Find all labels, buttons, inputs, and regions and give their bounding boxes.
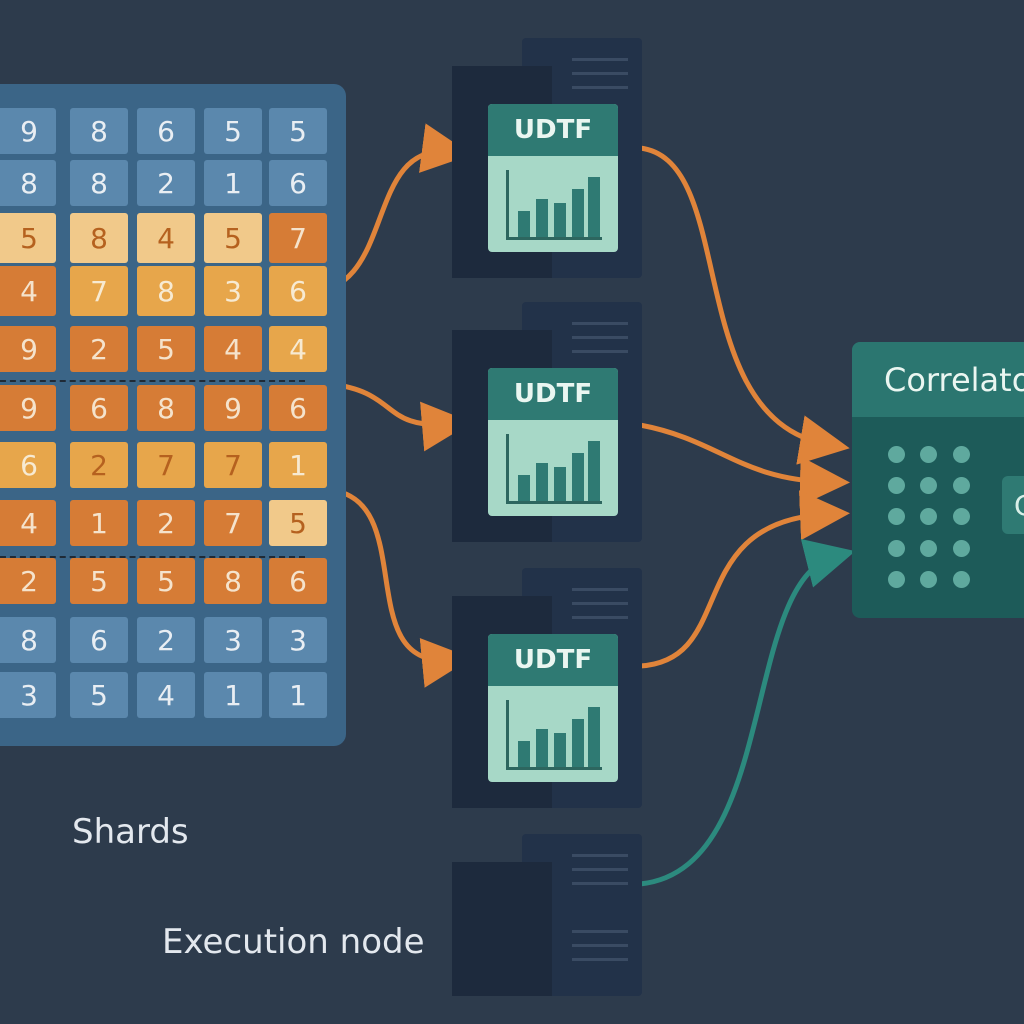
udtf-server-1: UDTF [452, 38, 642, 278]
arrow-shard-to-udtf-3 [329, 487, 472, 688]
grid-cell: 8 [70, 108, 128, 154]
shard-boundary-line [0, 556, 305, 558]
grid-cell: 8 [0, 617, 56, 663]
udtf-label: UDTF [488, 368, 618, 420]
correlator-dot [920, 540, 937, 557]
grid-cell: 4 [137, 672, 195, 718]
grid-cell: 2 [70, 442, 128, 488]
udtf-card: UDTF [488, 104, 618, 252]
udtf-server-3: UDTF [452, 568, 642, 808]
correlator-dot [920, 446, 937, 463]
grid-cell: 9 [204, 385, 262, 431]
grid-cell: 5 [137, 558, 195, 604]
grid-cell: 8 [70, 160, 128, 206]
grid-cell: 7 [269, 213, 327, 263]
correlator-dot [888, 446, 905, 463]
correlator-title: Correlator [852, 342, 1024, 417]
grid-cell: 6 [269, 266, 327, 316]
grid-cell: 4 [137, 213, 195, 263]
grid-cell: 8 [204, 558, 262, 604]
grid-cell: 3 [204, 266, 262, 316]
grid-cell: 1 [269, 442, 327, 488]
correlator-dot [953, 508, 970, 525]
grid-cell: 3 [204, 617, 262, 663]
grid-cell: 2 [70, 326, 128, 372]
grid-cell: 6 [70, 385, 128, 431]
grid-cell: 9 [0, 108, 56, 154]
correlator-dot [920, 477, 937, 494]
execution-node-server [452, 834, 642, 996]
correlator-dot [953, 446, 970, 463]
bar-chart-icon [506, 698, 602, 770]
grid-cell: 8 [70, 213, 128, 263]
execution-node-label: Execution node [162, 922, 425, 962]
grid-cell: 9 [0, 326, 56, 372]
arrow-udtf-3-to-correlator [639, 490, 850, 669]
grid-cell: 2 [0, 558, 56, 604]
grid-cell: 8 [137, 385, 195, 431]
grid-cell: 9 [0, 385, 56, 431]
grid-cell: 3 [0, 672, 56, 718]
correlator-dot [888, 508, 905, 525]
grid-cell: 8 [137, 266, 195, 316]
grid-cell: 5 [70, 672, 128, 718]
grid-cell: 7 [137, 442, 195, 488]
shards-label: Shards [72, 812, 189, 852]
grid-cell: 1 [70, 500, 128, 546]
grid-cell: 1 [204, 672, 262, 718]
correlator-dot [888, 477, 905, 494]
grid-cell: 4 [269, 326, 327, 372]
grid-cell: 2 [137, 500, 195, 546]
grid-cell: 6 [137, 108, 195, 154]
correlator-dot [953, 477, 970, 494]
bar-chart-icon [506, 168, 602, 240]
correlator-dot [920, 571, 937, 588]
grid-cell: 5 [269, 108, 327, 154]
arrow-udtf-1-to-correlator [639, 145, 850, 465]
correlator-dot [888, 571, 905, 588]
grid-cell: 6 [0, 442, 56, 488]
grid-cell: 1 [204, 160, 262, 206]
correlator-button[interactable]: C [1002, 476, 1024, 534]
udtf-label: UDTF [488, 104, 618, 156]
udtf-label: UDTF [488, 634, 618, 686]
shard-boundary-line [0, 380, 305, 382]
grid-cell: 7 [204, 442, 262, 488]
correlator-dot [953, 571, 970, 588]
correlator-panel: Correlator C [852, 342, 1024, 618]
correlator-dot [920, 508, 937, 525]
grid-cell: 4 [0, 500, 56, 546]
grid-cell: 3 [269, 617, 327, 663]
correlator-dot [888, 540, 905, 557]
grid-cell: 5 [204, 213, 262, 263]
arrow-exec-node-to-correlator [639, 539, 856, 887]
arrow-udtf-2-to-correlator [639, 422, 850, 507]
grid-cell: 5 [0, 213, 56, 263]
grid-cell: 2 [137, 617, 195, 663]
grid-cell: 6 [269, 558, 327, 604]
grid-cell: 4 [0, 266, 56, 316]
grid-cell: 5 [70, 558, 128, 604]
grid-cell: 6 [269, 160, 327, 206]
grid-cell: 2 [137, 160, 195, 206]
grid-cell: 1 [269, 672, 327, 718]
udtf-card: UDTF [488, 368, 618, 516]
udtf-server-2: UDTF [452, 302, 642, 542]
udtf-card: UDTF [488, 634, 618, 782]
grid-cell: 8 [0, 160, 56, 206]
grid-cell: 4 [204, 326, 262, 372]
grid-cell: 6 [269, 385, 327, 431]
grid-cell: 5 [269, 500, 327, 546]
bar-chart-icon [506, 432, 602, 504]
arrow-shard-to-udtf-2 [329, 381, 472, 452]
grid-cell: 5 [137, 326, 195, 372]
grid-cell: 6 [70, 617, 128, 663]
grid-cell: 5 [204, 108, 262, 154]
grid-cell: 7 [70, 266, 128, 316]
correlator-dot [953, 540, 970, 557]
grid-cell: 7 [204, 500, 262, 546]
